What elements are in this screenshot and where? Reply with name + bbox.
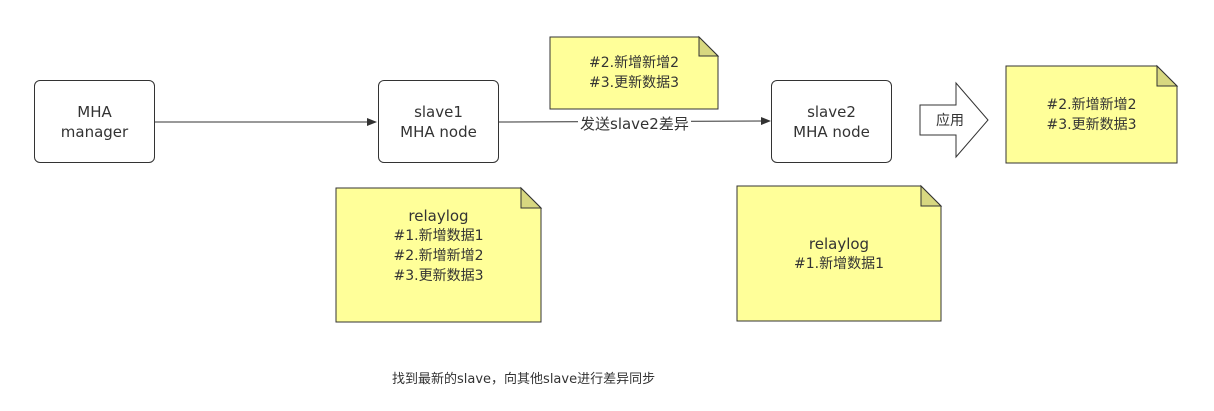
note-relaylog2-shape (736, 185, 942, 322)
diagram-caption: 找到最新的slave，向其他slave进行差异同步 (392, 372, 656, 387)
relaylog1-entry2: #2.新增新增2 (393, 248, 484, 264)
send-diff-label: 发送slave2差异 (578, 113, 691, 134)
apply-label: 应用 (936, 113, 964, 129)
note-top-right-shape (1005, 65, 1178, 164)
relaylog1-entry1: #1.新增数据1 (393, 228, 484, 244)
note-relaylog1: relaylog #1.新增数据1 #2.新增新增2 #3.更新数据3 (336, 188, 541, 322)
note-top-mid-shape (549, 36, 719, 110)
slave1-line1: slave1 (414, 102, 463, 121)
note-relaylog2: relaylog #1.新增数据1 (737, 186, 941, 321)
note-top-mid: #2.新增新增2 #3.更新数据3 (550, 37, 718, 109)
slave2-line2: MHA node (793, 122, 870, 141)
slave1-line2: MHA node (400, 122, 477, 141)
note-top-mid-line1: #2.新增新增2 (589, 55, 679, 71)
relaylog1-title: relaylog (408, 207, 469, 225)
relaylog2-title: relaylog (808, 234, 870, 253)
mha-manager-line1: MHA (77, 102, 112, 121)
relaylog1-entry3: #3.更新数据3 (393, 268, 484, 284)
relaylog2-entry1: #1.新增数据1 (794, 255, 884, 272)
slave2-line1: slave2 (807, 102, 856, 121)
slave2-box: slave2 MHA node (771, 80, 892, 163)
note-top-right-line2: #3.更新数据3 (1046, 116, 1137, 133)
mha-manager-line2: manager (60, 122, 129, 141)
mha-manager-box: MHA manager (34, 80, 155, 163)
note-top-mid-line2: #3.更新数据3 (589, 75, 679, 91)
note-top-right-line1: #2.新增新增2 (1046, 96, 1137, 113)
slave1-box: slave1 MHA node (378, 80, 499, 163)
note-relaylog1-shape (335, 187, 542, 323)
apply-block-arrow (919, 81, 989, 159)
note-top-right: #2.新增新增2 #3.更新数据3 (1006, 66, 1177, 163)
